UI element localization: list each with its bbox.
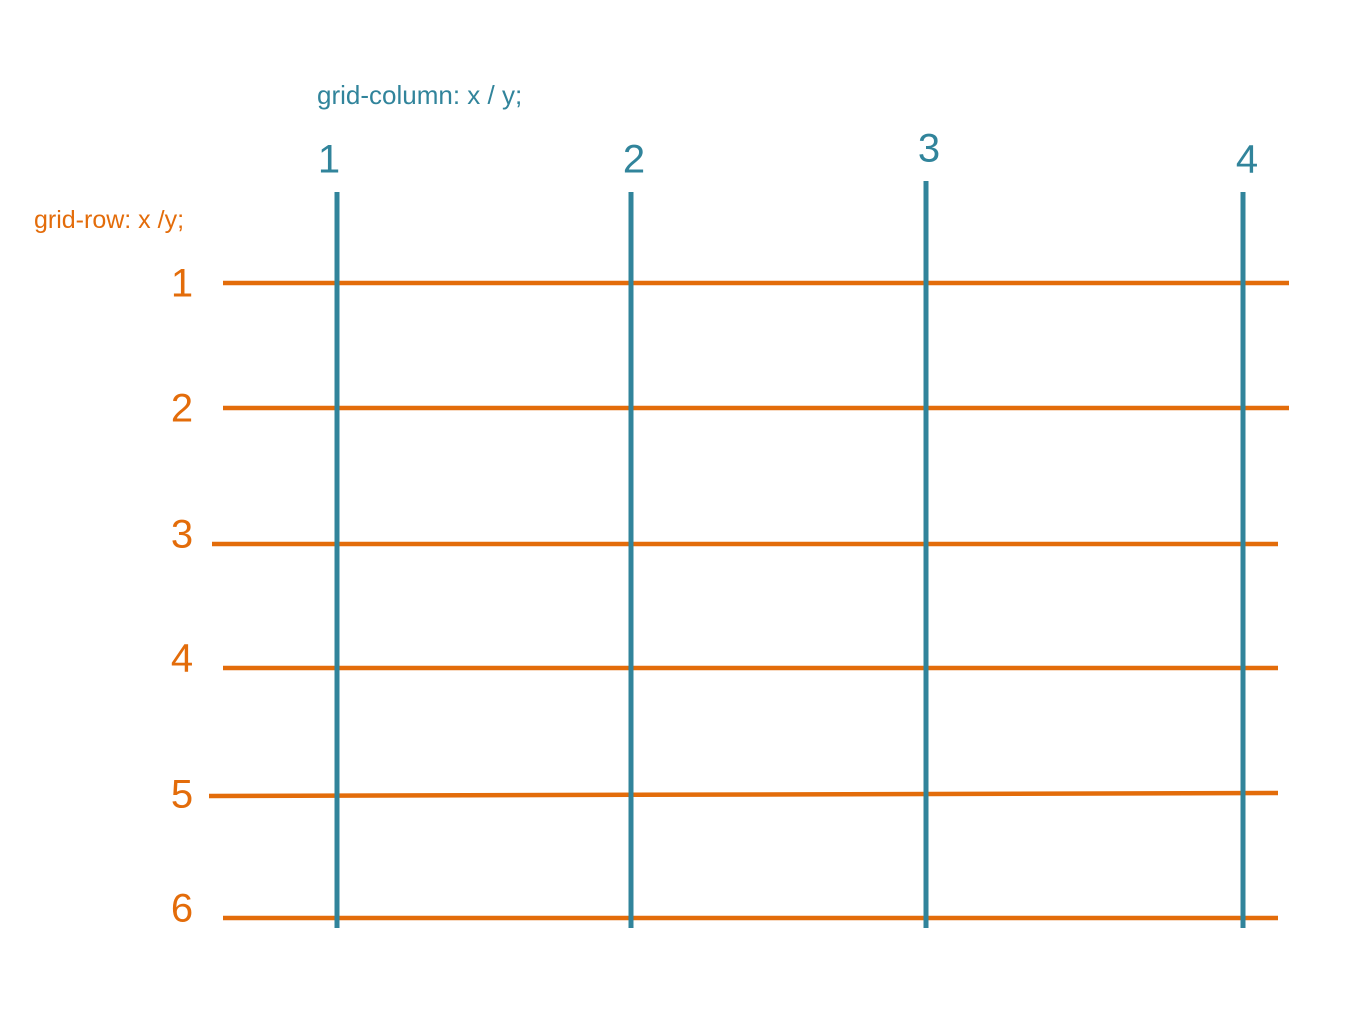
column-caption: grid-column: x / y; bbox=[317, 80, 522, 110]
row-line-label: 3 bbox=[171, 513, 193, 557]
column-line-label: 4 bbox=[1236, 138, 1258, 182]
row-caption: grid-row: x /y; bbox=[34, 206, 184, 234]
row-line-label: 2 bbox=[171, 387, 193, 431]
row-line-5 bbox=[208, 790, 1279, 799]
row-line-label: 5 bbox=[171, 773, 193, 817]
row-line-label: 6 bbox=[171, 887, 193, 931]
column-line-label: 1 bbox=[318, 138, 340, 182]
row-line-label: 1 bbox=[171, 262, 193, 306]
column-line-label: 3 bbox=[918, 127, 940, 171]
column-line-label: 2 bbox=[623, 138, 645, 182]
row-line-label: 4 bbox=[171, 637, 193, 681]
